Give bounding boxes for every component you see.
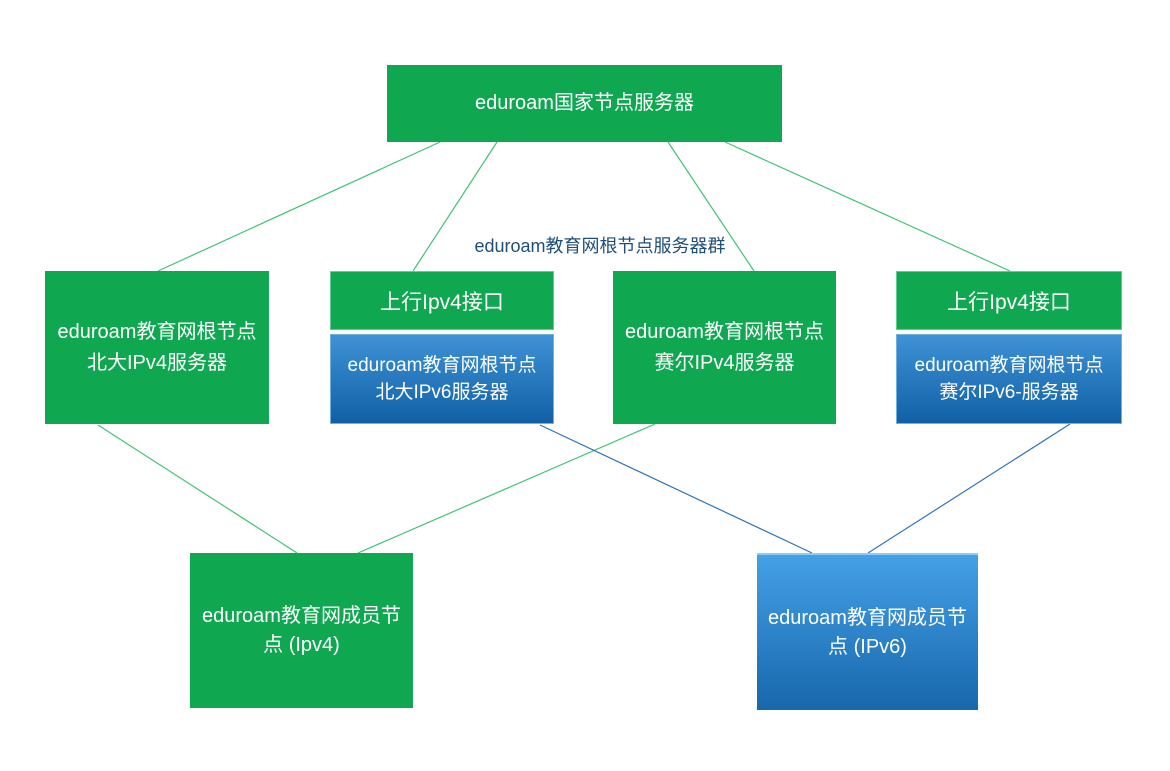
node-label-line2: 点 (IPv6) xyxy=(828,635,907,658)
node-label-line2: 北大IPv6服务器 xyxy=(375,382,509,403)
stack-gap xyxy=(896,330,1122,334)
node-pku-ipv4-server: eduroam教育网根节点 北大IPv4服务器 xyxy=(45,271,269,424)
uplink-header: 上行Ipv4接口 xyxy=(896,271,1122,330)
node-label: eduroam国家节点服务器 xyxy=(475,92,694,114)
node-label-line1: eduroam教育网根节点 xyxy=(57,320,257,343)
stack-gap xyxy=(330,330,554,334)
node-label-line1: eduroam教育网根节点 xyxy=(914,355,1104,376)
node-cernet-ipv6-server: 上行Ipv4接口 eduroam教育网根节点 赛尔IPv6-服务器 xyxy=(896,271,1122,424)
node-label-line1: eduroam教育网成员节 xyxy=(768,606,967,629)
edge-cernet_ipv6-member_ipv6 xyxy=(867,423,1071,554)
node-pku-ipv6-server: 上行Ipv4接口 eduroam教育网根节点 北大IPv6服务器 xyxy=(330,271,554,424)
edge-pku_ipv4-member_ipv4 xyxy=(97,424,298,554)
edge-national-pku_ipv6 xyxy=(412,141,498,272)
edge-pku_ipv6-member_ipv6 xyxy=(539,424,813,554)
node-national-server: eduroam国家节点服务器 xyxy=(387,65,782,142)
node-label-line1: eduroam教育网根节点 xyxy=(625,320,824,343)
node-label-line2: 赛尔IPv6-服务器 xyxy=(939,382,1079,403)
cluster-label: eduroam教育网根节点服务器群 xyxy=(474,236,726,256)
edge-national-pku_ipv4 xyxy=(157,141,441,272)
node-cernet-ipv4-server: eduroam教育网根节点 赛尔IPv4服务器 xyxy=(613,271,836,424)
node-label-line1: eduroam教育网根节点 xyxy=(347,355,537,376)
uplink-header: 上行Ipv4接口 xyxy=(330,271,554,330)
edge-cernet_ipv4-member_ipv4 xyxy=(357,423,656,554)
node-label-line2: 赛尔IPv4服务器 xyxy=(654,351,795,374)
node-label-line2: 点 (Ipv4) xyxy=(263,633,340,656)
edge-national-cernet_ipv4 xyxy=(667,141,755,272)
node-member-ipv4: eduroam教育网成员节 点 (Ipv4) xyxy=(190,553,413,708)
node-member-ipv6: eduroam教育网成员节 点 (IPv6) xyxy=(757,553,978,710)
node-body: eduroam教育网根节点 北大IPv6服务器 xyxy=(330,334,554,424)
node-label-line1: eduroam教育网成员节 xyxy=(202,604,401,627)
node-body: eduroam教育网根节点 赛尔IPv6-服务器 xyxy=(896,334,1122,424)
node-label-line2: 北大IPv4服务器 xyxy=(86,351,228,374)
edge-national-cernet_ipv6 xyxy=(724,141,1011,272)
